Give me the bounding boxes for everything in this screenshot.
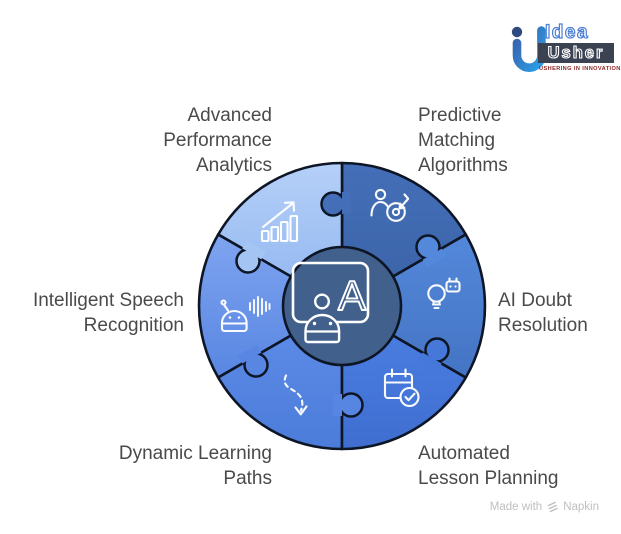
- label-line: Performance: [163, 130, 272, 151]
- label-line: Algorithms: [418, 155, 508, 176]
- label-line: Recognition: [83, 315, 184, 336]
- lightbulb-robot-icon: [427, 277, 461, 310]
- label-automated-lesson-planning: Automated Lesson Planning: [418, 441, 620, 491]
- logo-tagline: USHERING IN INNOVATION: [539, 66, 621, 72]
- label-line: Advanced: [187, 105, 272, 126]
- ai-robot-teaching-board-icon: A: [291, 261, 370, 344]
- label-advanced-performance-analytics: Advanced Performance Analytics: [42, 103, 272, 178]
- knob-neck-lower-right: [418, 352, 442, 372]
- puzzle-knob-top: [320, 191, 346, 217]
- idea-usher-logo: Idea Usher USHERING IN INNOVATION: [508, 21, 621, 76]
- label-line: Automated: [418, 443, 510, 464]
- label-dynamic-learning-paths: Dynamic Learning Paths: [42, 441, 272, 491]
- napkin-brand-text: Napkin: [563, 501, 599, 513]
- label-ai-doubt-resolution: AI Doubt Resolution: [498, 288, 620, 338]
- made-with-napkin-link[interactable]: Made with Napkin: [490, 501, 599, 513]
- label-line: Predictive: [418, 105, 502, 126]
- label-predictive-matching-algorithms: Predictive Matching Algorithms: [418, 103, 618, 178]
- made-with-text: Made with: [489, 501, 543, 513]
- knob-neck-lower-left: [237, 344, 262, 364]
- napkin-logo-icon: [547, 501, 558, 513]
- logo-wordmark-top: Idea: [544, 21, 590, 43]
- label-line: Resolution: [498, 315, 588, 336]
- label-line: Matching: [418, 130, 496, 151]
- label-line: Analytics: [195, 155, 272, 176]
- wedge-ai-doubt-resolution: [340, 233, 487, 379]
- logo-wordmark-bottom: Usher: [547, 43, 605, 62]
- label-line: AI Doubt: [498, 290, 572, 311]
- dashed-path-arrow-icon: [283, 374, 308, 416]
- center-hub: A: [281, 245, 403, 367]
- wedge-intelligent-speech-recognition: [197, 233, 344, 379]
- label-intelligent-speech-recognition: Intelligent Speech Recognition: [0, 288, 184, 338]
- label-line: Paths: [223, 468, 272, 489]
- growth-bar-chart-icon: [260, 201, 299, 243]
- robot-soundwave-icon: [220, 296, 271, 333]
- knob-neck-upper-left: [242, 240, 266, 260]
- logo-wordmark-bottom-box: Usher: [538, 43, 614, 63]
- person-target-icon: [370, 188, 410, 222]
- label-line: Dynamic Learning: [118, 443, 272, 464]
- knob-neck-upper-right: [422, 248, 447, 268]
- calendar-check-icon: [383, 368, 420, 408]
- label-line: Intelligent Speech: [32, 290, 184, 311]
- label-line: Lesson Planning: [418, 468, 559, 489]
- puzzle-knob-bottom: [338, 392, 364, 418]
- board-letter: A: [338, 272, 366, 319]
- monogram-dot: [511, 26, 523, 38]
